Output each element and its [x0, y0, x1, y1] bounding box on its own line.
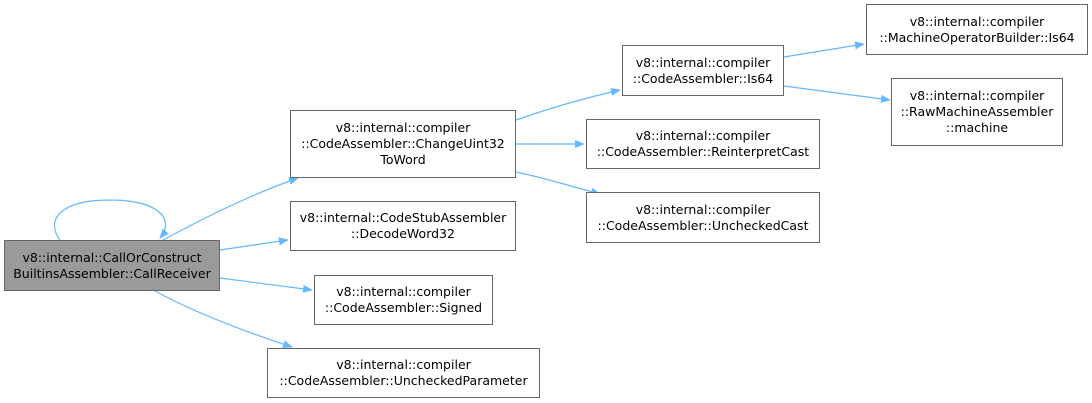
node-root-line-1: v8::internal::CallOrConstruct: [22, 249, 202, 265]
node-machineoperatorbuilder-line-1: v8::internal::compiler: [909, 13, 1045, 29]
edge-root-changeuint32: [162, 177, 299, 241]
node-root[interactable]: v8::internal::CallOrConstruct BuiltinsAs…: [4, 240, 220, 291]
node-rawmachineassembler-line-3: ::machine: [945, 120, 1009, 135]
edge-is64-rawmachineassembler: [783, 85, 891, 103]
edge-root-signed: [219, 277, 313, 293]
node-rawmachineassembler[interactable]: v8::internal::compiler ::RawMachineAssem…: [891, 78, 1063, 146]
node-signed[interactable]: v8::internal::compiler ::CodeAssembler::…: [314, 275, 493, 325]
node-uncheckedcast-line-2: ::CodeAssembler::UncheckedCast: [597, 217, 809, 233]
node-root-line-2: BuiltinsAssembler::CallReceiver: [13, 265, 211, 281]
node-is64[interactable]: v8::internal::compiler ::CodeAssembler::…: [622, 45, 784, 96]
node-signed-line-1: v8::internal::compiler: [336, 284, 471, 299]
node-is64-line-2: ::CodeAssembler::Is64: [632, 70, 774, 86]
node-machineoperatorbuilder[interactable]: v8::internal::compiler ::MachineOperator…: [866, 4, 1088, 55]
edge-changeuint32-is64: [515, 88, 621, 121]
node-rawmachineassembler-line-1: v8::internal::compiler: [909, 88, 1045, 103]
node-uncheckedcast-line-1: v8::internal::compiler: [635, 201, 771, 217]
node-uncheckedcast[interactable]: v8::internal::compiler ::CodeAssembler::…: [586, 192, 820, 243]
node-signed-line-2: ::CodeAssembler::Signed: [324, 300, 483, 315]
node-reinterpretcast[interactable]: v8::internal::compiler ::CodeAssembler::…: [586, 119, 820, 169]
edge-root-self: [54, 199, 169, 241]
node-decodeword32[interactable]: v8::internal::CodeStubAssembler ::Decode…: [290, 201, 516, 251]
node-uncheckedparameter-line-2: ::CodeAssembler::UncheckedParameter: [279, 373, 528, 388]
edge-root-decodeword32: [219, 237, 289, 251]
node-changeuint32-line-1: v8::internal::compiler: [335, 120, 471, 135]
node-reinterpretcast-line-1: v8::internal::compiler: [635, 128, 771, 143]
node-reinterpretcast-line-2: ::CodeAssembler::ReinterpretCast: [596, 144, 810, 159]
node-is64-line-1: v8::internal::compiler: [635, 54, 771, 70]
node-machineoperatorbuilder-line-2: ::MachineOperatorBuilder::Is64: [879, 29, 1075, 45]
node-changeuint32[interactable]: v8::internal::compiler ::CodeAssembler::…: [290, 110, 516, 178]
node-decodeword32-line-1: v8::internal::CodeStubAssembler: [299, 210, 507, 225]
node-changeuint32-line-2: ::CodeAssembler::ChangeUint32: [301, 136, 505, 151]
node-changeuint32-line-3: ToWord: [380, 152, 426, 167]
node-decodeword32-line-2: ::DecodeWord32: [351, 226, 455, 241]
edge-root-uncheckedparameter: [154, 290, 293, 349]
node-uncheckedparameter-line-1: v8::internal::compiler: [336, 357, 471, 372]
node-rawmachineassembler-line-2: ::RawMachineAssembler: [900, 104, 1054, 119]
node-uncheckedparameter[interactable]: v8::internal::compiler ::CodeAssembler::…: [267, 348, 540, 398]
edge-is64-machineoperatorbuilder: [783, 41, 865, 58]
edge-changeuint32-uncheckedcast: [515, 171, 601, 196]
